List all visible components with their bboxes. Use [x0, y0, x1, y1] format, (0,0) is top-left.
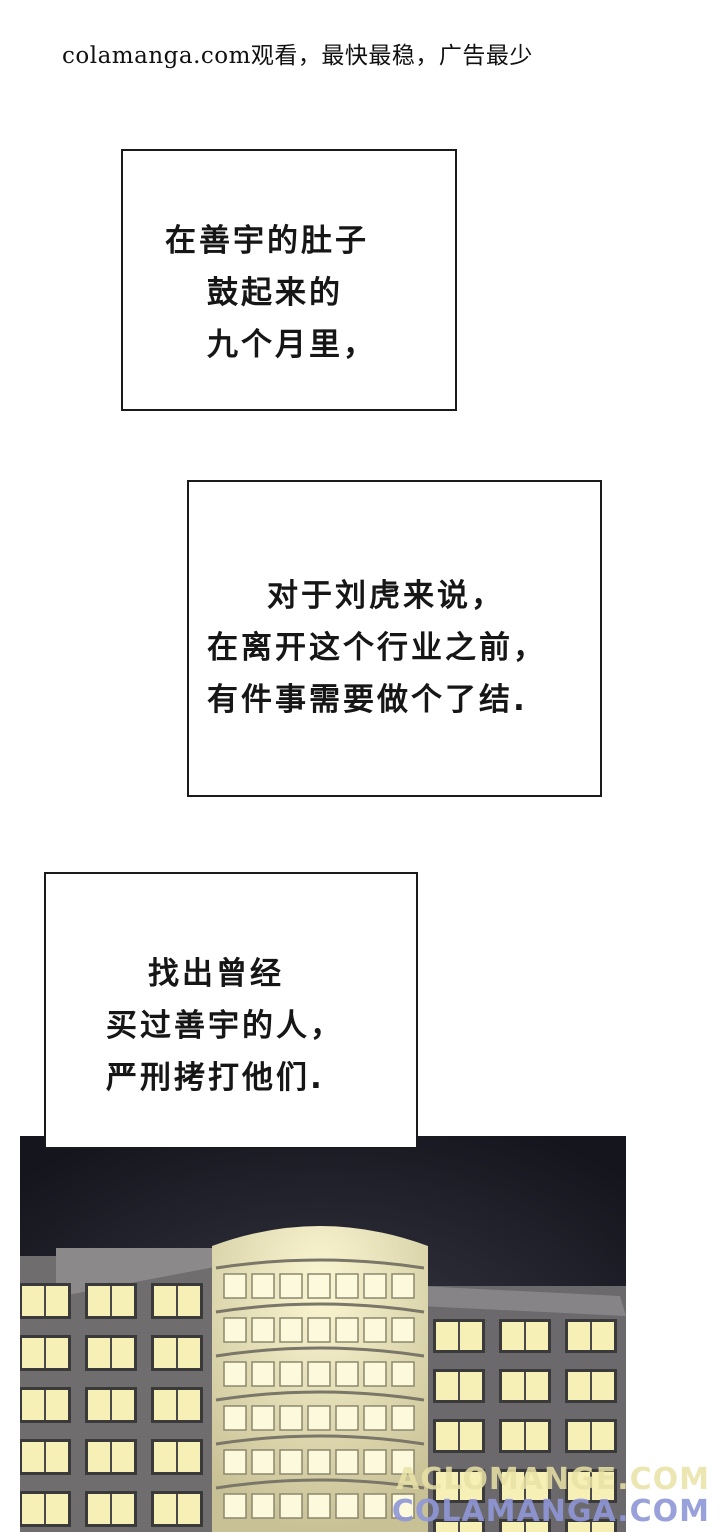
- tower-floor-line: [215, 1258, 425, 1270]
- caption-box-2: 对于刘虎来说， 在离开这个行业之前， 有件事需要做个了结.: [187, 480, 602, 797]
- tower-window: [279, 1449, 303, 1475]
- caption-1-line-3: 九个月里，: [207, 327, 377, 363]
- tower-floor-line: [215, 1302, 425, 1314]
- tower-window: [363, 1273, 387, 1299]
- caption-box-3: 找出曾经 买过善宇的人， 严刑拷打他们.: [44, 872, 418, 1149]
- tower-window: [335, 1317, 359, 1343]
- caption-1-line-1: 在善宇的肚子: [165, 223, 369, 259]
- tower-floor-line: [215, 1478, 425, 1490]
- tower-window: [391, 1405, 415, 1431]
- watermark-lower: COLAMANGA.COM: [391, 1494, 710, 1529]
- tower-window: [223, 1273, 247, 1299]
- tower-window: [307, 1361, 331, 1387]
- tower-window: [279, 1273, 303, 1299]
- tower-window: [223, 1361, 247, 1387]
- tower-window: [391, 1493, 415, 1519]
- caption-3-line-2: 买过善宇的人，: [106, 1008, 344, 1044]
- tower-window: [391, 1317, 415, 1343]
- tower-window: [279, 1361, 303, 1387]
- caption-3-line-1: 找出曾经: [148, 956, 284, 992]
- tower-window: [307, 1273, 331, 1299]
- tower-window: [279, 1317, 303, 1343]
- caption-box-1: 在善宇的肚子 鼓起来的 九个月里，: [121, 149, 457, 411]
- tower-floor-bands: [215, 1258, 425, 1519]
- tower-window: [279, 1493, 303, 1519]
- tower-window: [279, 1405, 303, 1431]
- tower-window: [223, 1317, 247, 1343]
- tower-window: [307, 1317, 331, 1343]
- tower-window: [251, 1317, 275, 1343]
- tower-window: [307, 1493, 331, 1519]
- tower-window: [363, 1405, 387, 1431]
- tower-window: [391, 1449, 415, 1475]
- caption-2-line-1: 对于刘虎来说，: [267, 578, 505, 614]
- tower-window: [223, 1493, 247, 1519]
- tower-window: [391, 1361, 415, 1387]
- tower-floor-line: [215, 1434, 425, 1446]
- tower-window: [335, 1273, 359, 1299]
- tower-window: [251, 1361, 275, 1387]
- right-wing-windows: [433, 1319, 617, 1532]
- tower-window: [391, 1273, 415, 1299]
- tower-window: [335, 1361, 359, 1387]
- site-banner-text: colamanga.com观看，最快最稳，广告最少: [62, 43, 533, 69]
- tower-window: [335, 1493, 359, 1519]
- building-illustration: [20, 1136, 626, 1532]
- tower-window: [363, 1449, 387, 1475]
- tower-window: [251, 1405, 275, 1431]
- caption-1-line-2: 鼓起来的: [207, 275, 343, 311]
- tower-window: [363, 1493, 387, 1519]
- tower-window: [307, 1449, 331, 1475]
- tower-window: [335, 1405, 359, 1431]
- caption-2-line-3: 有件事需要做个了结.: [207, 682, 528, 718]
- tower-window: [251, 1449, 275, 1475]
- tower-window: [363, 1317, 387, 1343]
- tower-floor-line: [215, 1390, 425, 1402]
- tower-window: [223, 1405, 247, 1431]
- tower-window: [251, 1493, 275, 1519]
- night-building-panel: [20, 1136, 626, 1532]
- tower-window: [251, 1273, 275, 1299]
- tower-floor-line: [215, 1346, 425, 1358]
- tower-window: [307, 1405, 331, 1431]
- tower-window: [223, 1449, 247, 1475]
- left-wing-windows: [20, 1283, 203, 1527]
- caption-3-line-3: 严刑拷打他们.: [106, 1060, 325, 1096]
- caption-2-line-2: 在离开这个行业之前，: [207, 630, 547, 666]
- watermark-upper: ACLOMANGE.COM: [396, 1462, 710, 1497]
- right-wing-roofline: [420, 1286, 626, 1316]
- tower-window: [363, 1361, 387, 1387]
- tower-window: [335, 1449, 359, 1475]
